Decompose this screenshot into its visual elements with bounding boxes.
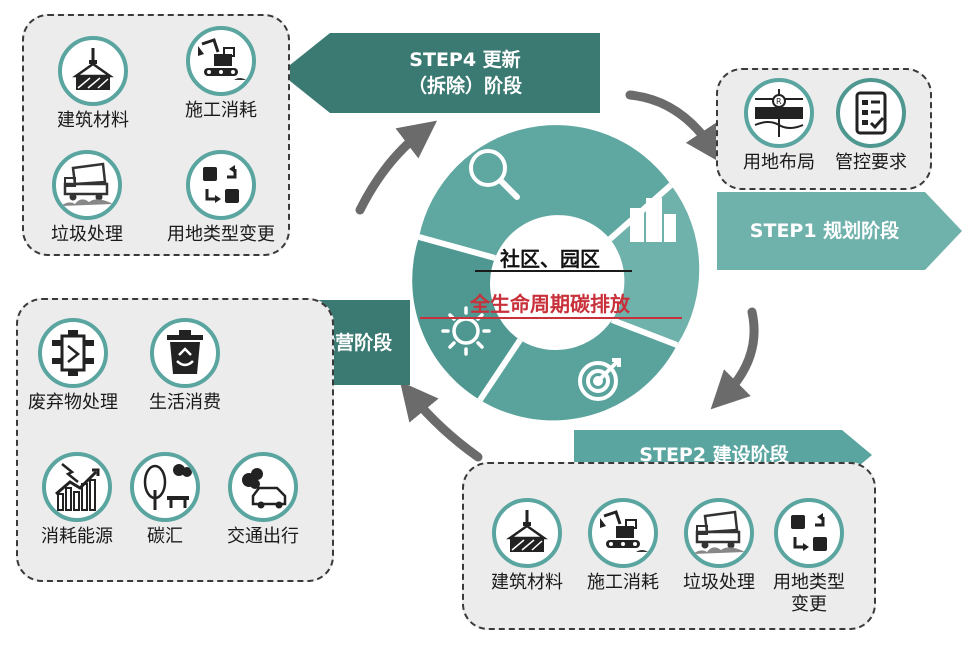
ring-segment-top <box>419 125 671 258</box>
item-label: 废弃物处理 <box>28 392 118 413</box>
energy-icon <box>42 452 112 522</box>
item-label: 建筑材料 <box>491 572 563 593</box>
item-label: 交通出行 <box>227 526 299 547</box>
step2-label: STEP2 建设阶段 <box>639 444 789 466</box>
arrow-step4-to-step1 <box>625 90 723 164</box>
dump-truck-icon <box>684 498 754 568</box>
panel-step2: 建筑材料 施工消耗 <box>462 462 876 630</box>
step1-banner: STEP1 规划阶段 <box>717 192 932 270</box>
panel-step2-item: 垃圾处理 <box>654 498 784 594</box>
panel-step3-item: 废弃物处理 <box>8 318 138 414</box>
item-label-line2: 变更 <box>791 594 827 615</box>
svg-text:R: R <box>776 97 782 106</box>
item-label: 建筑材料 <box>57 110 129 131</box>
ring <box>412 125 700 421</box>
traffic-icon <box>228 452 298 522</box>
item-label: 施工消耗 <box>185 100 257 121</box>
panel-step3-item: 碳汇 <box>100 452 230 548</box>
excavator-icon <box>588 498 658 568</box>
panel-step2-item: 建筑材料 <box>462 498 592 594</box>
step4-banner-shape <box>280 33 600 113</box>
item-label: 管控要求 <box>835 152 907 173</box>
step4-banner: STEP4 更新 （拆除）阶段 <box>330 33 600 113</box>
land-change-icon <box>186 150 256 220</box>
panel-step2-item: 用地类型 变更 <box>744 498 874 616</box>
crane-hook-icon <box>492 498 562 568</box>
panel-step1-item: 管控要求 <box>806 78 936 174</box>
panel-step4-item: 垃圾处理 <box>22 150 152 246</box>
crane-hook-icon <box>58 36 128 106</box>
panel-step3: 废弃物处理 生活消费 <box>16 298 334 582</box>
magnifier-icon <box>469 149 520 200</box>
panel-step1-item: R 用地布局 <box>714 78 844 174</box>
panel-step3-item: 生活消费 <box>120 318 250 414</box>
item-label: 用地类型变更 <box>167 224 275 245</box>
item-label: 用地布局 <box>743 152 815 173</box>
item-label: 施工消耗 <box>587 572 659 593</box>
ring-segment-bottom <box>480 320 677 421</box>
arrow-step1-to-step2 <box>710 307 759 410</box>
checklist-icon <box>836 78 906 148</box>
panel-step2-item: 施工消耗 <box>558 498 688 594</box>
excavator-icon <box>186 26 256 96</box>
waste-process-icon <box>38 318 108 388</box>
recycle-bin-icon <box>150 318 220 388</box>
step4-label-line1: STEP4 更新 <box>409 49 521 71</box>
panel-step3-item: 交通出行 <box>198 452 328 548</box>
step4-label-line2: （拆除）阶段 <box>407 75 522 97</box>
step2-banner: STEP2 建设阶段 <box>574 430 854 480</box>
carbon-sink-icon <box>130 452 200 522</box>
center-subtitle: 全生命周期碳排放 <box>470 292 630 316</box>
panel-step4-item: 施工消耗 <box>156 26 286 122</box>
panel-step4: 建筑材料 施工消耗 <box>22 14 290 256</box>
item-label: 消耗能源 <box>41 526 113 547</box>
item-label: 用地类型 <box>773 572 845 593</box>
item-label: 碳汇 <box>147 526 183 547</box>
item-label: 垃圾处理 <box>51 224 123 245</box>
arrow-step2-to-step3 <box>399 381 483 462</box>
dump-truck-icon <box>52 150 122 220</box>
center-title: 社区、园区 <box>500 247 600 271</box>
item-label: 垃圾处理 <box>683 572 755 593</box>
panel-step1: R 用地布局 管控要求 <box>716 68 932 190</box>
item-label: 生活消费 <box>149 392 221 413</box>
layout-icon: R <box>744 78 814 148</box>
step1-banner-shape <box>717 192 962 270</box>
step1-label: STEP1 规划阶段 <box>749 220 900 242</box>
flow-arrows <box>355 90 759 462</box>
panel-step3-item: 消耗能源 <box>12 452 142 548</box>
arrow-step3-to-step4 <box>355 120 438 215</box>
land-change-icon <box>774 498 844 568</box>
target-icon <box>578 358 621 401</box>
panel-step4-item: 用地类型变更 <box>156 150 286 246</box>
panel-step4-item: 建筑材料 <box>28 36 158 132</box>
buildings-icon <box>630 198 676 242</box>
